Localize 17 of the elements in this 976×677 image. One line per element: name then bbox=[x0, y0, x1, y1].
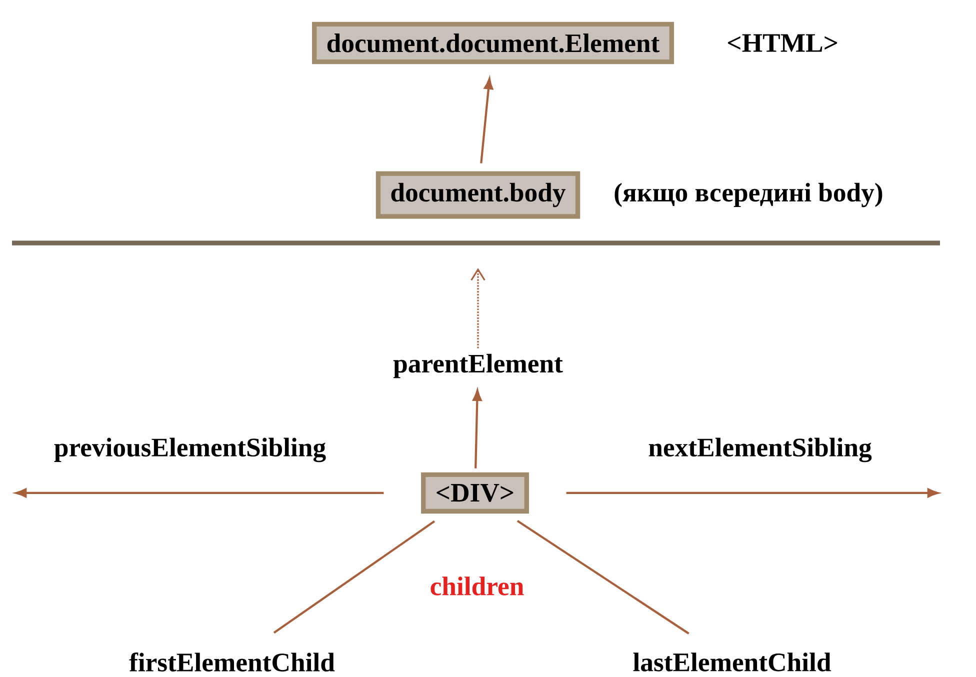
children-label: children bbox=[430, 576, 524, 596]
beside-note: <HTML> bbox=[728, 34, 838, 52]
edge-label: nextElementSibling bbox=[646, 436, 874, 464]
arrow bbox=[470, 268, 486, 348]
element-box: document.document.Element bbox=[312, 22, 674, 64]
beside-note: (якщо всередині body) bbox=[614, 182, 882, 208]
arrow bbox=[566, 488, 939, 498]
arrow bbox=[472, 390, 482, 468]
element-box: document.body bbox=[376, 171, 580, 219]
connector-line bbox=[516, 520, 690, 634]
element-box: <DIV> bbox=[421, 472, 529, 514]
edge-label: previousElementSibling bbox=[52, 436, 328, 464]
property-label: lastElementChild bbox=[633, 652, 831, 672]
connector-line bbox=[273, 520, 436, 634]
arrow bbox=[15, 488, 384, 498]
property-label: parentElement bbox=[393, 354, 563, 378]
property-label: firstElementChild bbox=[129, 652, 335, 672]
